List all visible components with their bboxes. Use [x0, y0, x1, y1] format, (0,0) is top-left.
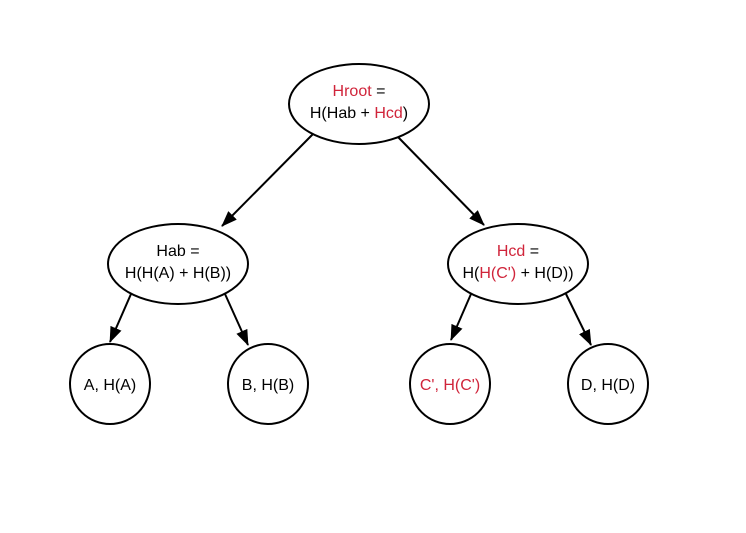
text-segment: =	[525, 243, 539, 260]
edge-hcd-d	[565, 293, 592, 346]
edge-hab-a	[109, 293, 132, 343]
edge-root-hab	[221, 133, 314, 227]
node-hcd: Hcd = H(H(C') + H(D))	[447, 223, 589, 305]
leaf-c: C', H(C')	[409, 343, 491, 425]
node-hab: Hab = H(H(A) + H(B))	[107, 223, 249, 305]
node-hcd-line2: H(H(C') + H(D))	[462, 265, 573, 282]
text-segment: + H(D))	[516, 265, 573, 282]
text-segment: =	[372, 83, 386, 100]
node-root-line1: Hroot =	[333, 83, 386, 100]
leaf-b: B, H(B)	[227, 343, 309, 425]
edge-hab-b	[224, 293, 249, 346]
highlighted-text: Hcd	[374, 105, 402, 122]
text-segment: )	[403, 105, 408, 122]
edge-root-hcd	[397, 136, 485, 226]
highlighted-text: Hroot	[333, 83, 373, 100]
leaf-d-label: D, H(D)	[581, 377, 635, 394]
text-segment: H(H(A) + H(B))	[125, 265, 231, 282]
leaf-d: D, H(D)	[567, 343, 649, 425]
text-segment: D, H(D)	[581, 377, 635, 394]
text-segment: A, H(A)	[84, 377, 136, 394]
node-hcd-line1: Hcd =	[497, 243, 539, 260]
leaf-a-label: A, H(A)	[84, 377, 136, 394]
node-root-line2: H(Hab + Hcd)	[310, 105, 408, 122]
node-root: Hroot = H(Hab + Hcd)	[288, 63, 430, 145]
leaf-b-label: B, H(B)	[242, 377, 294, 394]
text-segment: H(Hab +	[310, 105, 374, 122]
node-hab-line2: H(H(A) + H(B))	[125, 265, 231, 282]
text-segment: B, H(B)	[242, 377, 294, 394]
highlighted-text: Hcd	[497, 243, 525, 260]
node-hab-line1: Hab =	[156, 243, 199, 260]
text-segment: Hab =	[156, 243, 199, 260]
highlighted-text: C', H(C')	[420, 377, 480, 394]
leaf-c-label: C', H(C')	[420, 377, 480, 394]
leaf-a: A, H(A)	[69, 343, 151, 425]
highlighted-text: H(C')	[479, 265, 516, 282]
text-segment: H(	[462, 265, 480, 282]
edge-hcd-c	[450, 293, 472, 341]
